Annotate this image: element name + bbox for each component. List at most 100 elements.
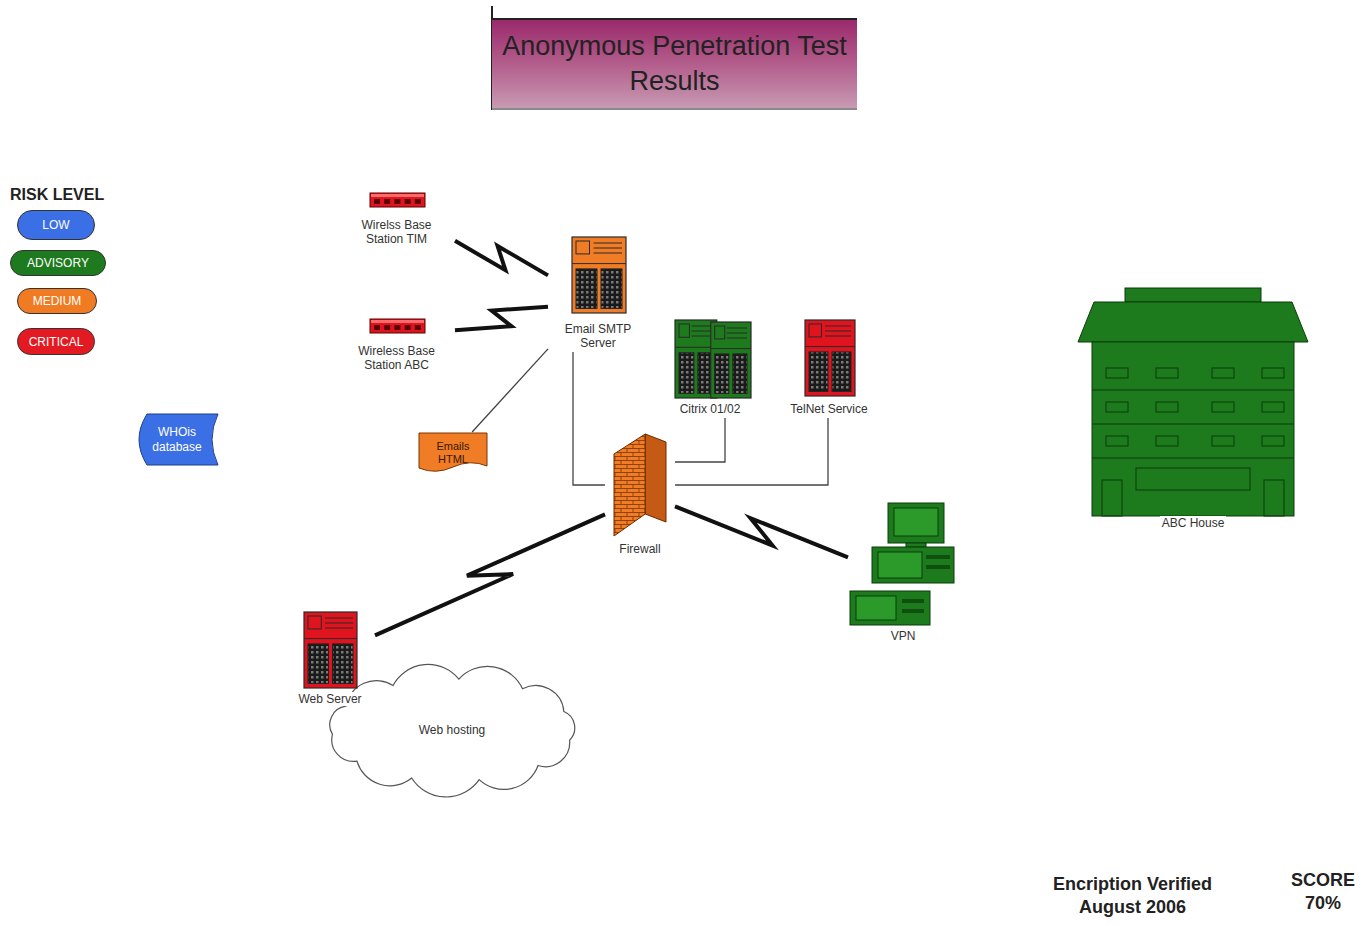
- icon-group: [304, 612, 357, 688]
- node-label: Web Server: [296, 692, 363, 706]
- legend-heading: RISK LEVEL: [10, 185, 120, 206]
- text-holder: ABC House: [1070, 513, 1316, 531]
- server-slot: [825, 326, 851, 327]
- router-port: [405, 325, 411, 330]
- building-node: ABC House: [1070, 287, 1316, 532]
- window: [1262, 368, 1284, 378]
- title-text: Anonymous Penetration Test Results: [492, 29, 857, 99]
- router-top: [371, 194, 424, 197]
- drive-slot: [902, 609, 924, 613]
- wireless-link: [455, 241, 548, 276]
- legend-swatch: CRITICAL: [17, 328, 95, 355]
- node-label: Wirelss Base Station TIM: [347, 218, 446, 247]
- server-rule: [805, 346, 855, 347]
- server-slot: [825, 336, 851, 337]
- server-rule: [572, 263, 626, 264]
- node-label: VPN: [889, 629, 918, 643]
- server-node: TelNet Service: [775, 318, 883, 418]
- text-holder: Email SMTP Server: [548, 322, 648, 351]
- server-slot: [727, 328, 747, 329]
- note-text: Encription Verified August 2006: [1030, 873, 1235, 920]
- icon-group: [805, 320, 855, 396]
- window: [1262, 402, 1284, 412]
- router-top: [371, 320, 424, 323]
- server-slot: [325, 623, 353, 624]
- router-body: [370, 319, 425, 333]
- server-slot: [692, 326, 713, 327]
- cornice: [1078, 302, 1308, 342]
- window: [1106, 402, 1128, 412]
- node-graphic: [605, 434, 675, 558]
- door: [1102, 480, 1122, 516]
- base-unit: [850, 591, 930, 625]
- router-port: [415, 325, 421, 330]
- text-holder: Wirelss Base Station TIM: [338, 218, 455, 247]
- roof-cap: [1125, 288, 1261, 302]
- legend-text: CRITICAL: [29, 335, 84, 349]
- text-holder: TelNet Service: [775, 399, 883, 417]
- router-node: Wirelss Base Station TIM: [338, 190, 455, 248]
- window: [1156, 402, 1178, 412]
- terminal-screen: [878, 552, 922, 578]
- window: [1106, 368, 1128, 378]
- network-line: [472, 349, 548, 432]
- node-label: ABC House: [1160, 516, 1227, 530]
- server-slot: [594, 243, 622, 244]
- wireless-link: [375, 514, 605, 635]
- legend-swatch: MEDIUM: [17, 288, 97, 314]
- server-node: Web Server: [285, 610, 375, 708]
- server-bay: [308, 616, 321, 629]
- legend-swatch: LOW: [17, 210, 95, 240]
- legend-text: LOW: [42, 218, 69, 232]
- server-slot: [692, 331, 713, 332]
- text-holder: Emails HTML: [418, 432, 488, 474]
- legend-swatch: ADVISORY: [10, 250, 106, 276]
- server-grille: [576, 269, 597, 309]
- drive-slot: [926, 565, 950, 569]
- storage-shape: [139, 414, 218, 465]
- server-bay: [679, 324, 689, 337]
- server-grille: [333, 644, 354, 684]
- doc-node: Emails HTML: [418, 432, 488, 474]
- window: [1106, 436, 1128, 446]
- server-bay: [715, 326, 725, 339]
- firewall-node: Firewall: [605, 434, 675, 558]
- title-banner: Anonymous Penetration Test Results: [492, 18, 857, 110]
- text-holder: Web Server: [285, 689, 375, 707]
- network-line: [675, 418, 828, 485]
- floor-line: [1092, 424, 1294, 425]
- window: [1156, 368, 1178, 378]
- document-shape: [419, 433, 487, 471]
- server-slot: [325, 628, 353, 629]
- server-bay: [576, 241, 590, 254]
- server-grille: [679, 353, 694, 394]
- text-holder: WHOis database: [135, 413, 219, 466]
- monitor-stand: [906, 543, 926, 547]
- router-port: [394, 325, 400, 330]
- terminal: [872, 547, 954, 583]
- server-slot: [727, 333, 747, 334]
- shopfront: [1136, 468, 1250, 490]
- wall-side: [645, 434, 666, 522]
- node-label: Email SMTP Server: [556, 322, 640, 351]
- server-grille: [809, 352, 828, 392]
- text-holder: Wireless Base Station ABC: [338, 344, 455, 373]
- icon-group: [850, 503, 954, 625]
- server-slot: [825, 331, 851, 332]
- base-panel: [856, 596, 896, 620]
- server-slot: [325, 618, 353, 619]
- icon-group: [1078, 288, 1308, 516]
- monitor-screen: [894, 508, 938, 536]
- drive-slot: [902, 599, 924, 603]
- icon-group: [370, 193, 425, 207]
- router-port: [384, 199, 390, 204]
- computer-node: VPN: [848, 502, 958, 645]
- server-bay: [809, 324, 822, 337]
- floor-line: [1092, 458, 1294, 459]
- router-port: [405, 199, 411, 204]
- server2-node: Citrix 01/02: [660, 318, 760, 418]
- legend-text: MEDIUM: [33, 294, 82, 308]
- note-text: SCORE 70%: [1284, 869, 1362, 916]
- text-holder: Web hosting: [318, 665, 586, 795]
